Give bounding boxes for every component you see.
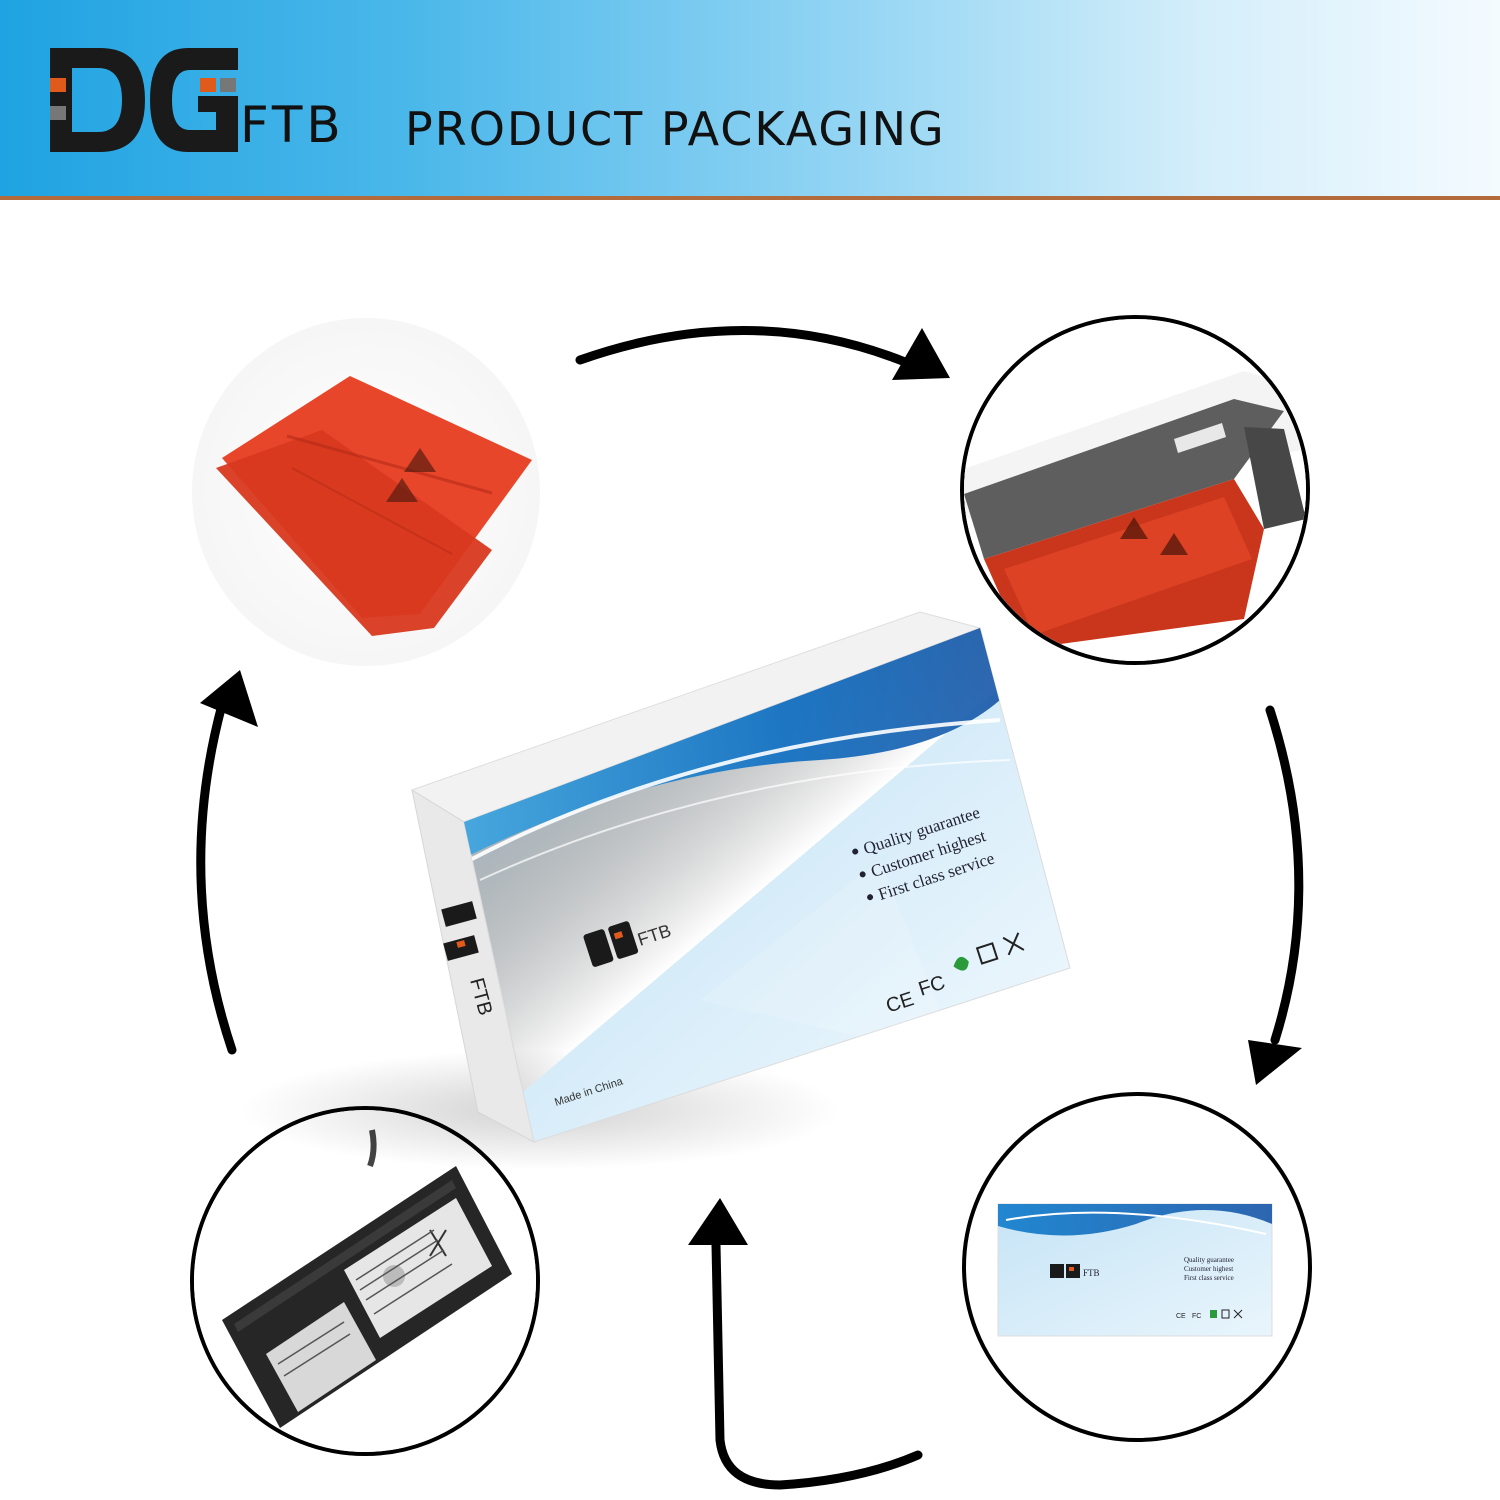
arrowhead-top (892, 328, 950, 380)
arrow-bottom (711, 1240, 923, 1490)
thumb-feature-3: First class service (1184, 1274, 1234, 1282)
brand-text: FTB (240, 96, 345, 154)
header-banner: FTB PRODUCT PACKAGING (0, 0, 1500, 200)
thumb-brand-text: FTB (1083, 1268, 1100, 1278)
thumb-feature-2: Customer highest (1184, 1265, 1233, 1273)
recycle-mark-icon-2 (1120, 517, 1188, 555)
battery-image (194, 1110, 536, 1452)
step-retail-box: FTB Quality guarantee Customer highest F… (962, 1092, 1312, 1442)
arrowhead-right (1248, 1040, 1302, 1085)
thumb-logo (1050, 1264, 1080, 1278)
thumb-bin-icon (1233, 1309, 1243, 1319)
step-antistatic-bags (192, 318, 540, 666)
step-battery (190, 1106, 540, 1456)
battery-bin-icon (429, 1229, 447, 1257)
thumb-leaf-icon (1210, 1310, 1217, 1318)
recycle-mark-icon (386, 448, 436, 502)
brand-logo (50, 48, 238, 152)
arrow-right (1265, 705, 1304, 1045)
battery-label-circle-icon (383, 1265, 405, 1287)
retail-box-thumbnail: FTB Quality guarantee Customer highest F… (997, 1203, 1273, 1337)
arrow-left (196, 700, 237, 1055)
thumb-recycle-icon (1221, 1309, 1230, 1319)
arrowhead-bottom (688, 1198, 748, 1245)
foam-box-image (964, 319, 1306, 661)
page-title: PRODUCT PACKAGING (405, 102, 946, 156)
thumb-feature-1: Quality guarantee (1184, 1256, 1234, 1264)
arrowhead-left (200, 670, 258, 727)
arrow-top (575, 326, 910, 367)
antistatic-bag-image (216, 376, 532, 636)
thumb-cert-fc: FC (1192, 1313, 1201, 1320)
step-foam-box (960, 315, 1310, 665)
thumb-cert-ce: CE (1176, 1313, 1186, 1320)
